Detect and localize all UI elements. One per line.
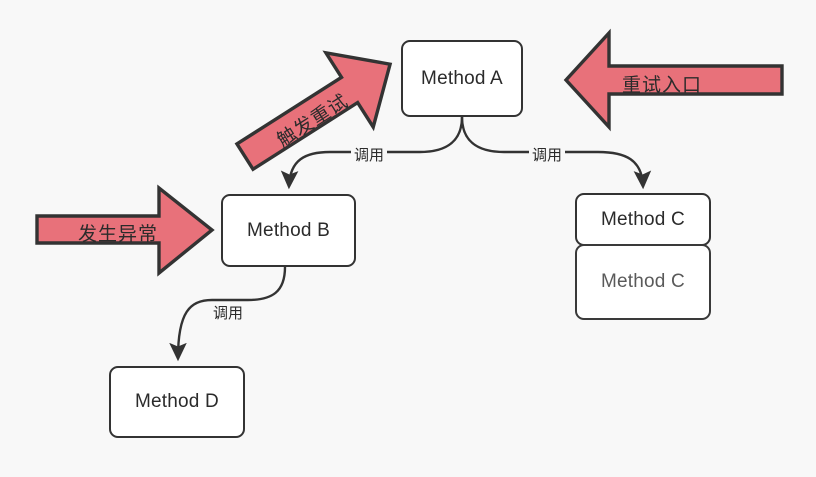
node-method-c-front-label: Method C — [601, 208, 685, 230]
node-method-c-front[interactable]: Method C — [575, 193, 711, 246]
banner-label-exception-occurs: 发生异常 — [78, 224, 159, 245]
banner-arrow-retry-entry[interactable] — [563, 28, 784, 132]
node-method-c-back[interactable]: Method C — [575, 244, 711, 320]
edge-label-a-to-c: 调用 — [529, 147, 566, 166]
node-method-d-label: Method D — [135, 391, 219, 412]
edge-label-b-to-d: 调用 — [210, 305, 247, 324]
node-method-b[interactable]: Method B — [221, 194, 356, 267]
node-method-a-label: Method A — [421, 67, 503, 89]
connector-b-to-d — [169, 265, 287, 362]
node-method-b-label: Method B — [247, 219, 330, 241]
edge-label-a-to-b: 调用 — [351, 147, 388, 166]
node-method-d[interactable]: Method D — [109, 366, 245, 438]
banner-arrow-exception-occurs[interactable] — [35, 184, 215, 277]
banner-label-retry-entry: 重试入口 — [622, 75, 703, 96]
banner-arrow-trigger-retry[interactable] — [221, 27, 413, 194]
node-method-c-back-label: Method C — [601, 271, 685, 292]
node-method-a[interactable]: Method A — [401, 40, 523, 117]
